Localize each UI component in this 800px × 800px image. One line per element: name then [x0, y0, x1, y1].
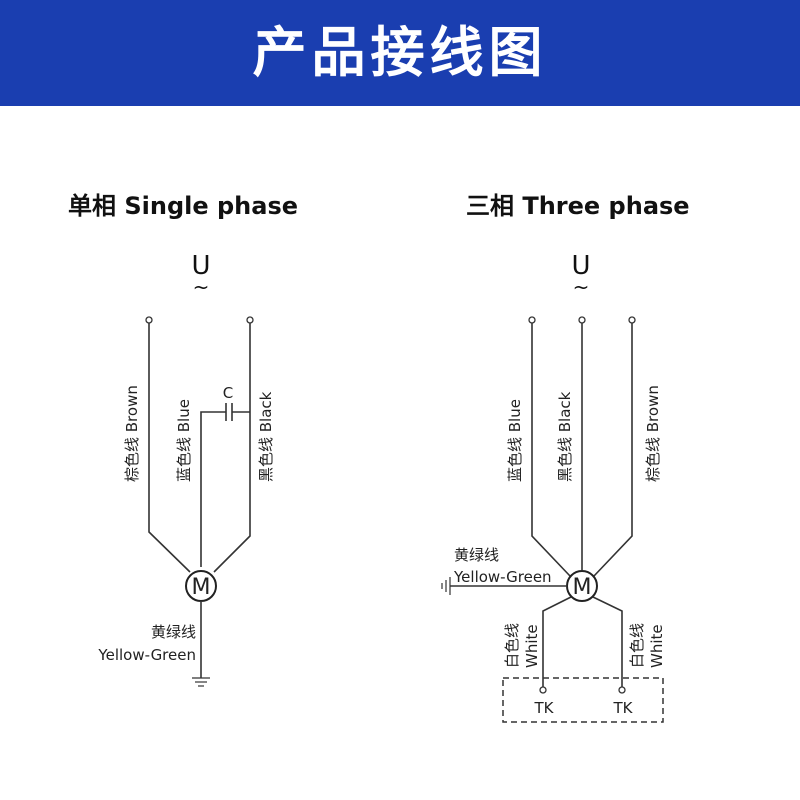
single-terminal-left	[145, 316, 153, 324]
three-phase-title: 三相 Three phase	[466, 192, 690, 220]
three-white-left-en: White	[523, 624, 541, 668]
page-title: 产品接线图	[252, 21, 548, 84]
capacitor-label: C	[223, 384, 233, 402]
single-brown-label: 棕色线 Brown	[123, 385, 141, 482]
single-phase-title: 单相 Single phase	[68, 192, 298, 220]
three-terminal-left	[528, 316, 536, 324]
single-motor-label: M	[192, 575, 211, 600]
tk-terminal-left	[539, 686, 547, 694]
three-brown-wire	[593, 323, 633, 577]
three-ground-label-en: Yellow-Green	[453, 568, 552, 586]
single-phase-supply-symbol: U	[191, 251, 210, 281]
tk-label-left: TK	[534, 699, 555, 717]
three-terminal-mid	[578, 316, 586, 324]
tk-label-right: TK	[613, 699, 634, 717]
three-white-wire-right	[592, 596, 623, 688]
three-black-label: 黑色线 Black	[556, 391, 574, 482]
single-ground-label-en: Yellow-Green	[97, 646, 196, 664]
single-black-label: 黑色线 Black	[257, 391, 275, 482]
three-blue-wire	[531, 323, 571, 577]
three-ground-label-cn: 黄绿线	[454, 546, 499, 564]
three-blue-label: 蓝色线 Blue	[506, 399, 524, 482]
three-white-wire-left	[542, 596, 572, 688]
three-brown-label: 棕色线 Brown	[644, 385, 662, 482]
tk-terminal-right	[618, 686, 626, 694]
three-terminal-right	[628, 316, 636, 324]
single-terminal-right	[246, 316, 254, 324]
single-phase-supply-tilde: ~	[193, 275, 210, 299]
single-blue-wire	[200, 411, 226, 567]
three-white-right-cn: 白色线	[628, 623, 646, 668]
three-phase-supply-symbol: U	[571, 251, 590, 281]
three-white-right-en: White	[648, 624, 666, 668]
three-motor-label: M	[573, 575, 592, 600]
single-blue-label: 蓝色线 Blue	[175, 399, 193, 482]
header-banner	[0, 0, 800, 106]
single-black-wire	[213, 323, 251, 573]
three-phase-supply-tilde: ~	[573, 275, 590, 299]
single-ground-label-cn: 黄绿线	[151, 623, 196, 641]
single-brown-wire	[148, 323, 191, 573]
thermal-protector-box	[502, 677, 664, 723]
three-white-left-cn: 白色线	[503, 623, 521, 668]
